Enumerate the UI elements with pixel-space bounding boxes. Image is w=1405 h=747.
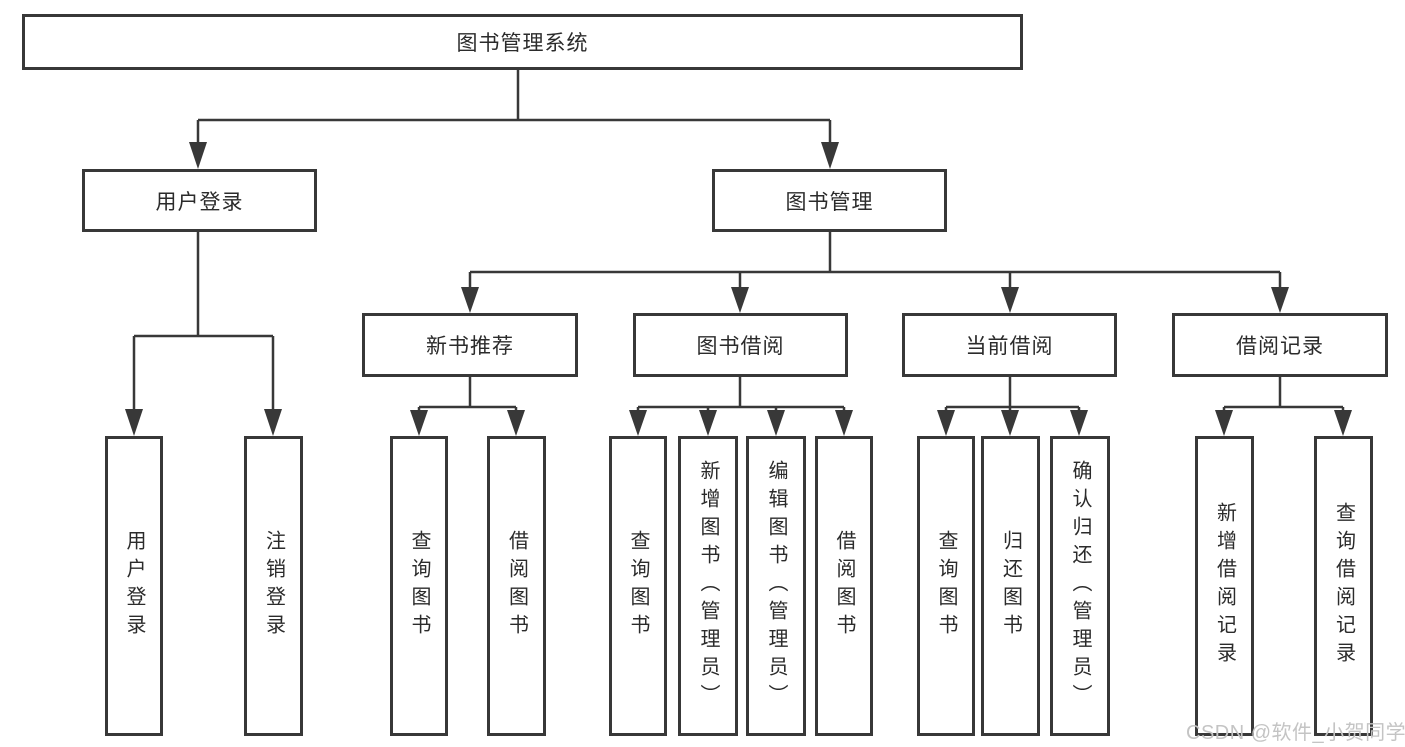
node-new-book-recommendation: 新书推荐	[362, 313, 578, 377]
leaf-query-books-current: 查询图书	[917, 436, 975, 736]
node-current-borrowing: 当前借阅	[902, 313, 1117, 377]
node-root: 图书管理系统	[22, 14, 1023, 70]
leaf-query-books-borrow-label: 查询图书	[627, 530, 649, 642]
leaf-return-books-label: 归还图书	[999, 530, 1022, 642]
node-borrowing-records: 借阅记录	[1172, 313, 1388, 377]
leaf-logout: 注销登录	[244, 436, 303, 736]
leaf-borrow-books-recommend-label: 借阅图书	[505, 530, 528, 642]
leaf-query-books-current-label: 查询图书	[935, 530, 957, 642]
leaf-query-borrow-record: 查询借阅记录	[1314, 436, 1373, 736]
node-book-borrowing-label: 图书借阅	[696, 335, 785, 358]
leaf-confirm-return-admin: 确认归还（管理员）	[1050, 436, 1110, 736]
leaf-query-borrow-record-label: 查询借阅记录	[1332, 502, 1355, 670]
leaf-borrow-books: 借阅图书	[815, 436, 873, 736]
leaf-add-borrow-record-label: 新增借阅记录	[1213, 502, 1236, 670]
leaf-borrow-books-recommend: 借阅图书	[487, 436, 546, 736]
arrowheads	[125, 142, 1352, 436]
leaf-query-books-recommend: 查询图书	[390, 436, 448, 736]
leaf-query-books-borrow: 查询图书	[609, 436, 667, 736]
leaf-logout-label: 注销登录	[262, 530, 285, 642]
leaf-return-books: 归还图书	[981, 436, 1040, 736]
leaf-user-login-label: 用户登录	[123, 530, 145, 642]
leaf-confirm-return-admin-label: 确认归还（管理员）	[1069, 460, 1091, 712]
leaf-edit-books-admin: 编辑图书（管理员）	[746, 436, 806, 736]
node-book-management-label: 图书管理	[785, 190, 874, 214]
node-current-borrowing-label: 当前借阅	[965, 335, 1054, 358]
node-book-borrowing: 图书借阅	[633, 313, 848, 377]
leaf-add-books-admin: 新增图书（管理员）	[678, 436, 738, 736]
leaf-edit-books-admin-label: 编辑图书（管理员）	[765, 460, 787, 712]
leaf-add-borrow-record: 新增借阅记录	[1195, 436, 1254, 736]
watermark: CSDN @软件_小贺同学	[1186, 722, 1405, 744]
node-user-login: 用户登录	[82, 169, 317, 232]
leaf-query-books-recommend-label: 查询图书	[408, 530, 430, 642]
node-book-management: 图书管理	[712, 169, 947, 232]
node-root-label: 图书管理系统	[456, 32, 589, 55]
node-user-login-label: 用户登录	[155, 190, 244, 214]
node-borrowing-records-label: 借阅记录	[1236, 335, 1324, 358]
leaf-user-login: 用户登录	[105, 436, 163, 736]
leaf-add-books-admin-label: 新增图书（管理员）	[697, 460, 719, 712]
node-new-book-recommendation-label: 新书推荐	[426, 335, 514, 358]
leaf-borrow-books-label: 借阅图书	[833, 530, 855, 642]
